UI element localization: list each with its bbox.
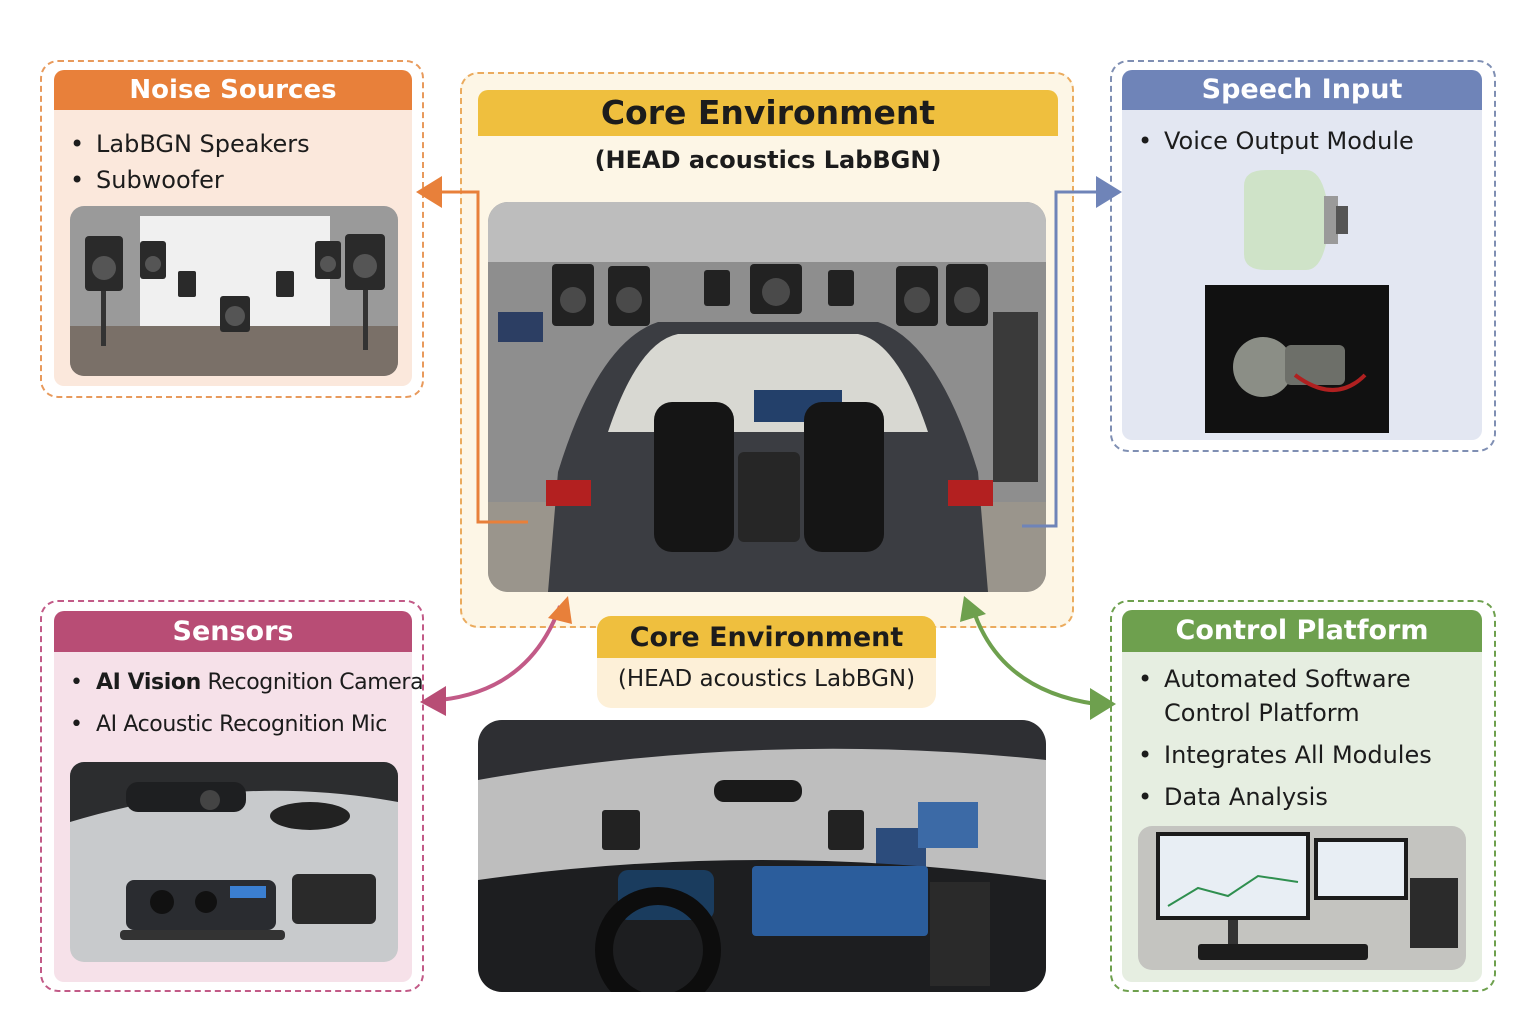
list-item: Data Analysis (1138, 780, 1458, 814)
list-item: AI Acoustic Recognition Mic (70, 704, 423, 746)
dashboard-photo-icon (478, 720, 1046, 992)
core-environment-header: Core Environment (478, 90, 1058, 136)
speech-input-header: Speech Input (1122, 70, 1482, 110)
noise-sources-title: Noise Sources (129, 75, 337, 105)
sensors-header: Sensors (54, 611, 412, 652)
speech-input-list: Voice Output Module (1138, 124, 1414, 158)
speaker-lab-photo-icon (70, 206, 398, 376)
list-item: Integrates All Modules (1138, 738, 1458, 772)
speech-input-title: Speech Input (1201, 74, 1403, 105)
sensor-label: Recognition Camera (200, 670, 424, 695)
core-environment-badge: Core Environment (HEAD acoustics LabBGN) (597, 616, 936, 708)
core-environment-title: Core Environment (600, 93, 936, 132)
core-environment-badge-header: Core Environment (597, 616, 936, 658)
noise-sources-header: Noise Sources (54, 70, 412, 110)
list-item: Voice Output Module (1138, 124, 1414, 158)
noise-sources-list: LabBGN Speakers Subwoofer (70, 126, 310, 198)
car-cabin-photo-icon (488, 202, 1046, 592)
camera-mic-photo-icon (70, 762, 398, 962)
sensor-bold-label: AI Vision (96, 670, 201, 695)
sensors-list: AI Vision Recognition Camera AI Acoustic… (70, 662, 424, 746)
control-platform-list: Automated Software Control Platform Inte… (1138, 662, 1458, 814)
mouth-simulator-photo-icon (1236, 166, 1354, 274)
list-item: AI Vision Recognition Camera (70, 662, 424, 704)
list-item: Subwoofer (70, 162, 310, 198)
workstation-photo-icon (1138, 826, 1466, 970)
control-platform-header: Control Platform (1122, 610, 1482, 652)
list-item: Automated Software Control Platform (1138, 662, 1458, 730)
list-item: LabBGN Speakers (70, 126, 310, 162)
sensors-title: Sensors (172, 616, 294, 647)
core-environment-subtitle: (HEAD acoustics LabBGN) (594, 146, 942, 174)
control-platform-title: Control Platform (1175, 615, 1429, 646)
mouth-simulator-installed-photo-icon (1205, 285, 1389, 433)
sensor-label: AI Acoustic Recognition Mic (96, 712, 387, 737)
core-environment-badge-subtitle: (HEAD acoustics LabBGN) (617, 666, 916, 692)
